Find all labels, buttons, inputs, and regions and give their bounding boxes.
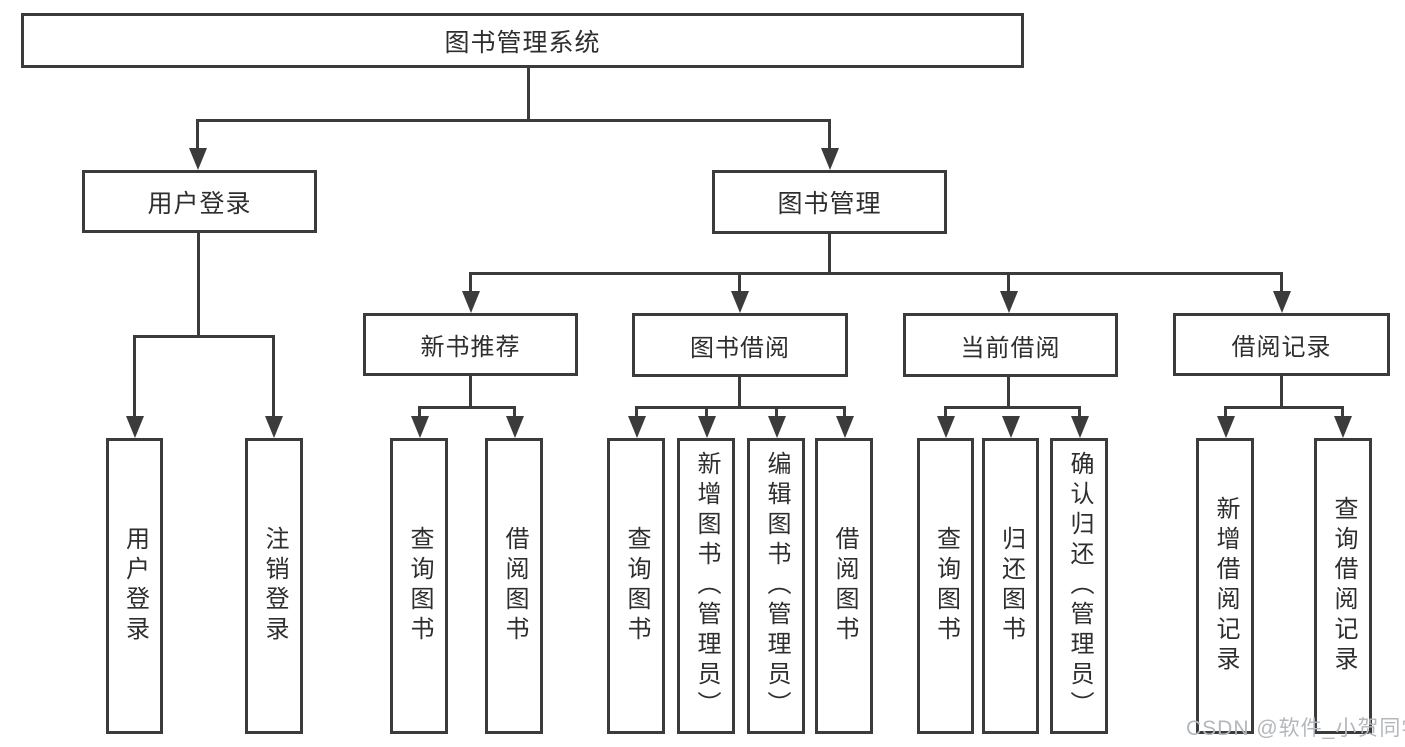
arrow-down-icon xyxy=(768,416,786,438)
node-label: 用户登录 xyxy=(121,526,149,646)
connector-line xyxy=(828,119,831,150)
node-label: 新增借阅记录 xyxy=(1212,496,1239,676)
connector-line xyxy=(272,335,275,418)
leaf-recommend-borrow-books: 借阅图书 xyxy=(485,438,543,734)
node-label: 图书管理 xyxy=(777,190,882,218)
arrow-down-icon xyxy=(731,291,749,313)
connector-line xyxy=(944,406,947,418)
connector-line xyxy=(738,377,741,409)
leaf-query-borrow-record: 查询借阅记录 xyxy=(1314,438,1372,734)
node-label: 查询图书 xyxy=(406,526,433,646)
connector-line xyxy=(775,406,778,418)
connector-line xyxy=(1007,377,1010,409)
connector-line xyxy=(635,406,638,418)
node-current-borrow: 当前借阅 xyxy=(903,313,1118,377)
node-label: 编辑图书（管理员） xyxy=(763,451,790,721)
connector-line xyxy=(469,272,1283,275)
node-label: 新书推荐 xyxy=(420,334,521,361)
connector-line xyxy=(843,406,846,418)
node-label: 归还图书 xyxy=(997,526,1025,646)
leaf-logout: 注销登录 xyxy=(245,438,303,734)
leaf-confirm-return-admin: 确认归还（管理员） xyxy=(1050,438,1108,734)
connector-line xyxy=(1224,406,1344,409)
arrow-down-icon xyxy=(189,148,207,170)
arrow-down-icon xyxy=(836,416,854,438)
node-label: 图书管理系统 xyxy=(444,28,601,57)
arrow-down-icon xyxy=(698,416,716,438)
leaf-borrow-query-books: 查询图书 xyxy=(607,438,665,734)
arrow-down-icon xyxy=(411,416,429,438)
node-label: 借阅图书 xyxy=(501,526,528,646)
arrow-down-icon xyxy=(126,416,144,438)
connector-line xyxy=(1280,272,1283,294)
connector-line xyxy=(828,234,831,275)
leaf-recommend-query-books: 查询图书 xyxy=(390,438,448,734)
connector-line xyxy=(1224,406,1227,418)
node-label: 新增图书（管理员） xyxy=(693,451,720,721)
connector-line xyxy=(1341,406,1344,418)
connector-line xyxy=(944,406,1081,409)
node-label: 确认归还（管理员） xyxy=(1066,451,1093,721)
connector-line xyxy=(196,119,831,122)
arrow-down-icon xyxy=(937,416,955,438)
arrow-down-icon xyxy=(821,148,839,170)
connector-line xyxy=(1280,376,1283,409)
node-borrow-records: 借阅记录 xyxy=(1173,313,1390,376)
arrow-down-icon xyxy=(628,416,646,438)
leaf-add-books-admin: 新增图书（管理员） xyxy=(677,438,735,734)
node-label: 查询图书 xyxy=(623,526,650,646)
leaf-return-books: 归还图书 xyxy=(982,438,1039,734)
leaf-add-borrow-record: 新增借阅记录 xyxy=(1196,438,1254,734)
node-label: 借阅图书 xyxy=(831,526,858,646)
arrow-down-icon xyxy=(1071,416,1089,438)
connector-line xyxy=(705,406,708,418)
connector-line xyxy=(469,376,472,409)
connector-line xyxy=(527,68,530,121)
connector-line xyxy=(469,272,472,294)
leaf-edit-books-admin: 编辑图书（管理员） xyxy=(747,438,805,734)
connector-line xyxy=(133,335,136,418)
connector-line xyxy=(513,406,516,418)
node-user-login: 用户登录 xyxy=(82,170,317,233)
connector-line xyxy=(133,335,275,338)
arrow-down-icon xyxy=(462,291,480,313)
arrow-down-icon xyxy=(265,416,283,438)
node-label: 用户登录 xyxy=(147,189,252,218)
arrow-down-icon xyxy=(1000,291,1018,313)
node-label: 查询借阅记录 xyxy=(1330,496,1357,676)
arrow-down-icon xyxy=(1002,416,1020,438)
arrow-down-icon xyxy=(1273,291,1291,313)
connector-line xyxy=(635,406,846,409)
arrow-down-icon xyxy=(1217,416,1235,438)
connector-line xyxy=(1078,406,1081,418)
arrow-down-icon xyxy=(506,416,524,438)
node-label: 注销登录 xyxy=(261,526,288,646)
connector-line xyxy=(738,272,741,294)
node-book-borrow: 图书借阅 xyxy=(632,313,848,377)
connector-line xyxy=(1007,272,1010,294)
connector-line xyxy=(197,233,200,338)
node-label: 借阅记录 xyxy=(1231,334,1332,361)
node-book-management: 图书管理 xyxy=(712,170,947,234)
node-label: 图书借阅 xyxy=(690,334,790,362)
leaf-user-login: 用户登录 xyxy=(106,438,163,734)
node-label: 当前借阅 xyxy=(960,334,1061,362)
csdn-watermark: CSDN @软件_小贺同学 xyxy=(1186,717,1405,740)
leaf-borrow-books: 借阅图书 xyxy=(815,438,873,734)
node-library-management-system: 图书管理系统 xyxy=(21,13,1024,68)
arrow-down-icon xyxy=(1334,416,1352,438)
leaf-current-query-books: 查询图书 xyxy=(917,438,974,734)
connector-line xyxy=(196,119,199,150)
node-new-book-recommend: 新书推荐 xyxy=(363,313,578,376)
node-label: 查询图书 xyxy=(932,526,960,646)
connector-line xyxy=(418,406,421,418)
connector-line xyxy=(418,406,516,409)
